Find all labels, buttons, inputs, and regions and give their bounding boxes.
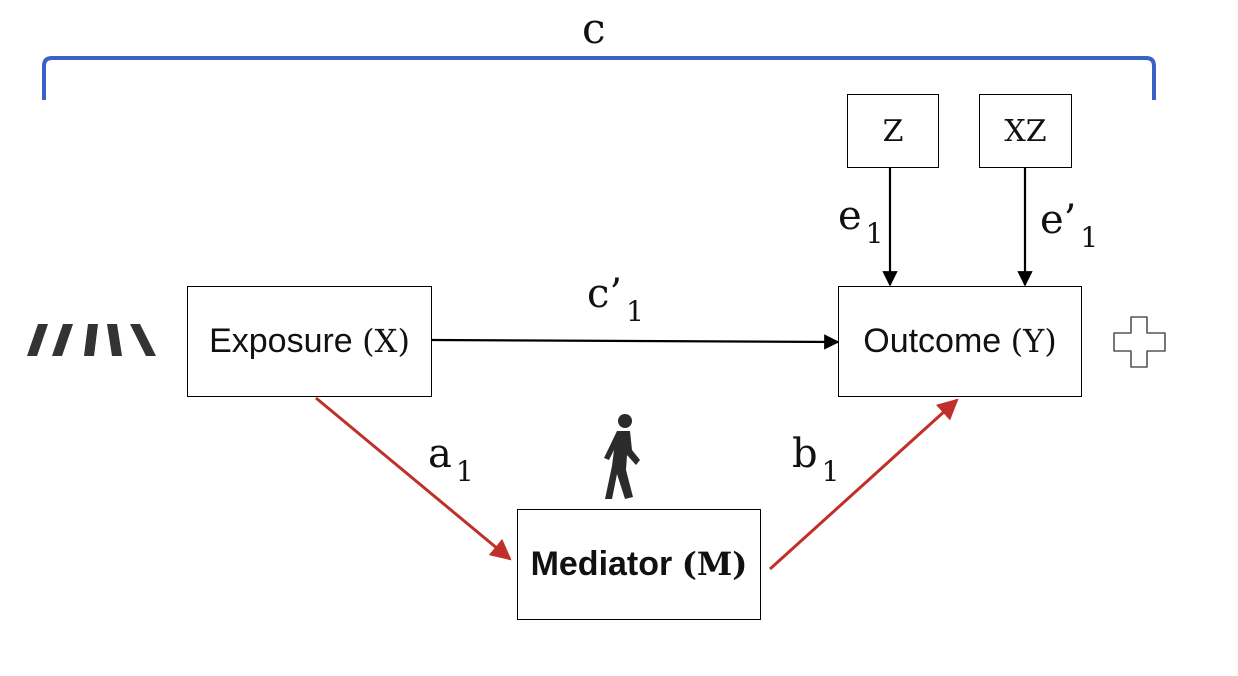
xz-path-label: e’1 — [1040, 197, 1099, 254]
health-cross-icon — [1113, 316, 1166, 368]
crosswalk-icon — [27, 324, 156, 356]
direct-path-label: c’1 — [587, 271, 644, 328]
z-node: Z — [847, 94, 939, 168]
b-path-arrow — [768, 398, 959, 571]
a-path-arrow — [315, 396, 512, 561]
total-effect-label: c — [582, 4, 606, 53]
z-label: Z — [882, 113, 904, 149]
walking-person-icon — [604, 414, 640, 499]
exposure-node: Exposure (X) — [187, 286, 432, 397]
mediator-node: Mediator (M) — [517, 509, 761, 620]
mediator-label: Mediator (M) — [530, 545, 748, 583]
xz-label: XZ — [1004, 113, 1047, 149]
total-effect-brace — [42, 56, 1156, 100]
outcome-label: Outcome (Y) — [863, 322, 1057, 360]
xz-node: XZ — [979, 94, 1072, 168]
direct-path-arrow — [431, 334, 840, 350]
outcome-node: Outcome (Y) — [838, 286, 1082, 397]
exposure-label: Exposure (X) — [209, 322, 410, 360]
